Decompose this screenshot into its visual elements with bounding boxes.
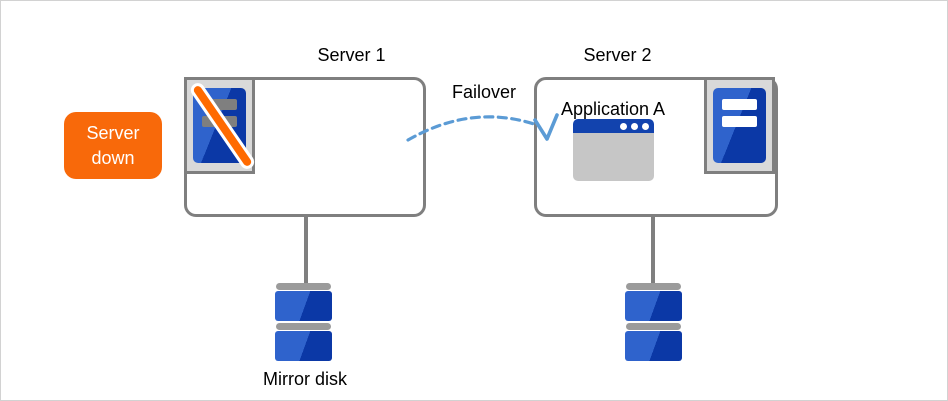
app-window-body [573,133,654,181]
server2-label: Server 2 [583,45,652,65]
disk-cap [626,283,681,290]
mirror-disk-icon [275,283,332,361]
app-window-icon [573,119,654,181]
server2-disk-connector [651,215,655,284]
server-tower-shape [713,88,766,163]
server-down-icon [184,77,257,174]
disk-platter [625,331,682,361]
disk-platter [275,331,332,361]
server-icon [704,77,775,174]
disk-cap [276,283,331,290]
server-down-badge: Server down [64,112,162,179]
server1-disk-connector [304,215,308,284]
titlebar-dot [620,122,627,130]
server1-label: Server 1 [317,45,386,65]
app-window-titlebar [573,119,654,133]
disk-cap [626,323,681,330]
disk-platter [625,291,682,321]
disk-cap [276,323,331,330]
titlebar-dot [642,122,649,130]
server-bar [722,99,757,110]
disk-platter [275,291,332,321]
failover-label: Failover [451,82,517,102]
failover-arrow-curve [406,115,536,142]
mirror-disk-label: Mirror disk [263,369,347,389]
titlebar-dot [631,122,638,130]
application-label: Application A [560,99,666,119]
mirror-disk-icon [625,283,682,361]
server-bar [722,116,757,127]
server-bar [202,99,237,110]
